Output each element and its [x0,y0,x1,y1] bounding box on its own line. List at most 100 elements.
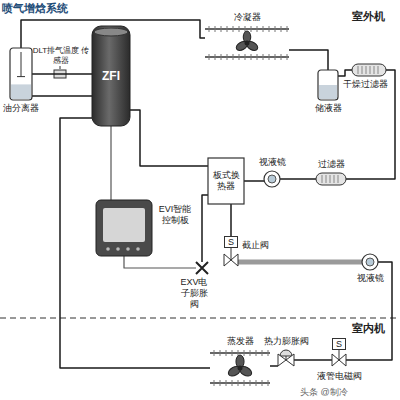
component-label: S [228,237,234,248]
component-label: 板式换热器 [211,170,241,192]
coil-fin [226,380,227,386]
coil-line [205,28,289,30]
coil-line [205,56,289,58]
valve-stem [231,248,232,260]
filter: 过滤器 [316,173,346,185]
component-label: 过滤器 [318,159,345,170]
liquid-receiver-shape [318,70,338,100]
coil-fin [287,54,288,60]
coil-fin [250,350,251,356]
coil-fin [269,54,270,60]
coil-fin [233,54,234,60]
capsule-body [316,173,346,185]
board-panel [103,208,145,242]
coil-fin [257,26,258,32]
diagram-title: 喷气增焓系统 [2,2,68,15]
valve-body [332,354,346,366]
coil-fin [209,54,210,60]
capsule-hatch [334,175,335,183]
coil-fin [244,350,245,356]
control-board-shape [96,200,152,256]
coil-fin [214,380,215,386]
capsule-hatch [326,175,327,183]
coil-fin [275,54,276,60]
filter-drier-shape [352,64,386,76]
sight-glass-window [366,258,374,266]
expansion-valve-shape [196,262,208,274]
sight-glass-window [268,175,276,183]
coil-fin [245,54,246,60]
filter-drier: 干燥过滤器 [352,64,386,76]
coil-fin [221,54,222,60]
valve-cross [196,262,208,274]
component-label: 干燥过滤器 [343,79,388,90]
coil-box [225,237,238,248]
fan-blade [235,40,249,52]
coil-line [210,382,270,384]
coil-fin [226,350,227,356]
refrigerant-pipe [244,180,264,182]
expansion-valve: EXV电子膨胀阀 [196,262,208,274]
coil-fin [256,380,257,386]
board-terminal [136,247,140,251]
control-board: EVI智能控制板 [96,200,152,256]
plate-heat-exchanger: 板式换热器 [208,158,244,204]
refrigerant-pipe [202,195,208,262]
board-terminal [126,247,130,251]
filter-shape [316,173,346,185]
component-label: 冷凝器 [234,12,261,23]
capsule-hatch [330,175,331,183]
component-label: ZFI [102,69,120,83]
board-case [96,200,152,256]
refrigerant-pipe [230,204,232,236]
capsule-hatch [370,66,371,74]
component-label: 热力膨胀阀 [264,336,309,347]
coil-fin [250,380,251,386]
component-label: S [336,339,342,350]
valve-stem [339,350,340,360]
coil-fin [244,380,245,386]
coil-fin [214,350,215,356]
fan-hub [245,41,250,46]
oil-level [11,84,31,99]
compressor-top [94,28,128,36]
sight-glass: 视液镜 [264,171,280,187]
evaporator: 蒸发器 [210,350,270,386]
condenser-shape [205,26,289,60]
capsule-body [352,64,386,76]
receiver-shell [318,70,338,100]
compressor-body [92,26,130,126]
coil-fin [227,26,228,32]
component-label: 液管电磁阀 [317,371,362,382]
watermark: 头条 @制冷 [300,387,348,398]
thermal-expansion-valve-shape [278,350,294,370]
valve-body [278,354,294,366]
refrigerant-pipe [32,73,92,75]
capsule-hatch [338,175,339,183]
coil-fin [227,54,228,60]
stop-valve: S截止阀 [224,236,238,268]
exchanger-box [208,158,244,204]
solenoid-valve: S液管电磁阀 [332,338,346,368]
liquid-level [319,85,337,99]
sensor-label: DLT排气温度 传感器 [32,46,90,66]
board-terminal [106,247,110,251]
coil-fin [263,26,264,32]
coil-box [333,339,346,350]
coil-fin [220,350,221,356]
coil-fin [209,26,210,32]
coil-fin [269,26,270,32]
refrigerant-pipe [32,95,92,97]
refrigerant-pipe [60,118,210,368]
coil-fin [281,54,282,60]
coil-fin [287,26,288,32]
unit-label: 室内机 [352,322,385,335]
component-label: EVI智能控制板 [156,204,194,226]
coil-fin [215,26,216,32]
liquid-receiver: 储液器 [318,70,338,100]
control-wire [110,126,111,200]
board-terminal [116,247,120,251]
coil-fin [238,380,239,386]
evaporator-shape [210,350,270,386]
